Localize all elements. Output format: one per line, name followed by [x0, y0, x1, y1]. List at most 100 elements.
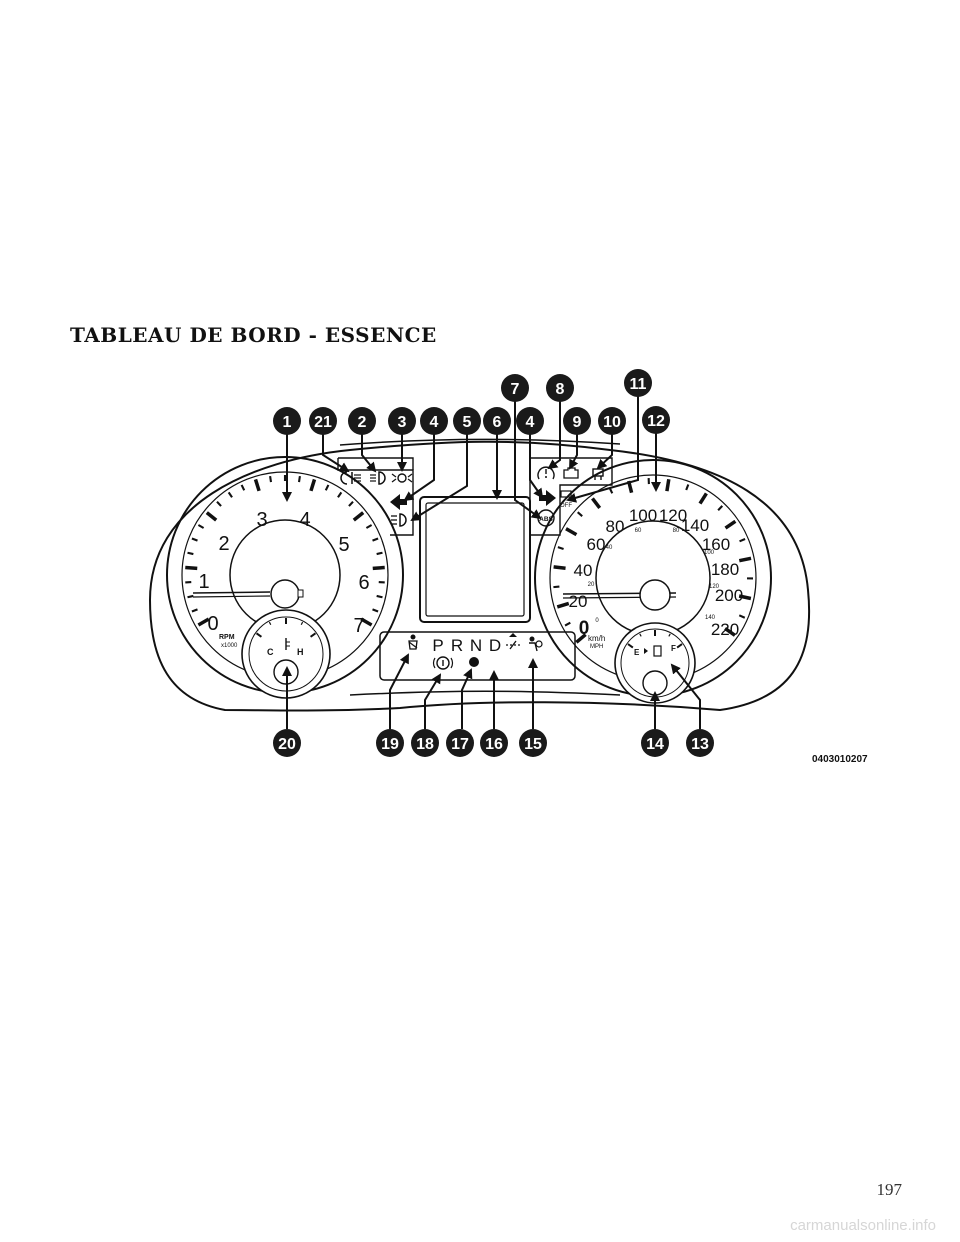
- svg-text:8: 8: [556, 381, 565, 398]
- dial-tick: [197, 617, 210, 627]
- fuel-gauge: E F: [614, 622, 696, 704]
- callout-badge: 8: [546, 374, 574, 402]
- dial-tick: [187, 551, 194, 556]
- callout-badge: 12: [642, 406, 670, 434]
- dial-tick: [324, 484, 330, 491]
- callout-badge: 2: [348, 407, 376, 435]
- dial-tick: [724, 519, 737, 530]
- callout-badge: 19: [376, 729, 404, 757]
- tach-number: 3: [256, 509, 267, 531]
- dial-tick: [205, 511, 218, 522]
- svg-text:4: 4: [526, 414, 535, 431]
- mph-number: 80: [673, 528, 680, 534]
- dial-tick: [352, 511, 365, 522]
- left-indicator-bar: [337, 457, 414, 536]
- callout-badge: 5: [453, 407, 481, 435]
- dial-tick: [564, 621, 571, 627]
- dial-tick: [576, 511, 583, 517]
- dial-tick: [553, 585, 560, 589]
- lower-indicator-strip: P R N D: [408, 633, 543, 670]
- dial-tick: [187, 594, 194, 599]
- tire-pressure-warning-icon: [537, 466, 555, 480]
- tach-unit: RPM: [219, 634, 235, 641]
- svg-text:13: 13: [691, 736, 709, 753]
- seatbelt-reminder-icon: [408, 634, 418, 650]
- callout-badge: 6: [483, 407, 511, 435]
- tach-number: 6: [358, 572, 369, 594]
- dial-tick: [591, 497, 602, 510]
- parking-lights-icon: [391, 473, 413, 483]
- svg-text:10: 10: [603, 414, 621, 431]
- coolant-temperature-icon: [285, 638, 290, 650]
- dial-tick: [269, 475, 273, 483]
- kmh-number: 220: [711, 620, 739, 639]
- charging-system-icon: [506, 633, 520, 650]
- dial-tick: [738, 594, 752, 601]
- dial-tick: [310, 632, 317, 638]
- temperature-gauge: C H: [241, 609, 331, 699]
- callout-badge: 16: [480, 729, 508, 757]
- dial-tick: [191, 537, 198, 542]
- dial-tick: [372, 537, 379, 542]
- callout-badge: 9: [563, 407, 591, 435]
- callout-badge: 15: [519, 729, 547, 757]
- dial-tick: [337, 491, 343, 498]
- dial-tick: [556, 601, 570, 609]
- dial-tick: [365, 524, 373, 529]
- figure-code: 0403010207: [812, 754, 868, 765]
- kmh-number: 200: [715, 586, 743, 605]
- svg-text:6: 6: [493, 414, 502, 431]
- dial-tick: [668, 633, 671, 637]
- dial-tick: [185, 565, 198, 571]
- dial-tick: [360, 617, 373, 627]
- mph-number: 120: [709, 584, 720, 590]
- kmh-number: 0: [579, 618, 590, 639]
- tach-number: 1: [198, 571, 209, 593]
- brake-warning-icon: [432, 656, 454, 670]
- dial-tick: [227, 491, 233, 498]
- callout-badge: 3: [388, 407, 416, 435]
- kmh-number: 140: [681, 516, 709, 535]
- callout-badge: 10: [598, 407, 626, 435]
- dial-tick: [300, 621, 304, 626]
- kmh-number: 160: [702, 535, 730, 554]
- callout-badges: 1 21 2 3 4 5 6 7 4 8 9 10 11 12 20 19 18…: [273, 369, 714, 757]
- svg-text:19: 19: [381, 736, 399, 753]
- dial-tick: [685, 484, 690, 491]
- left-turn-signal-icon: [390, 494, 407, 510]
- svg-text:2: 2: [358, 414, 367, 431]
- speedometer: 0 20 40 60 80 100 120 140 160 180 200 22…: [534, 459, 772, 697]
- fuel-full-label: F: [671, 644, 676, 653]
- callout-badge: 17: [446, 729, 474, 757]
- dial-tick: [698, 492, 708, 505]
- svg-text:5: 5: [463, 414, 472, 431]
- svg-text:16: 16: [485, 736, 503, 753]
- airbag-warning-icon: [529, 636, 543, 652]
- dial-tick: [376, 551, 383, 556]
- dial-tick: [376, 594, 383, 599]
- dial-tick: [268, 621, 272, 626]
- check-engine-icon: [563, 467, 579, 479]
- fuel-empty-label: E: [634, 648, 640, 657]
- kmh-number: 80: [606, 517, 625, 536]
- front-fog-light-icon: [370, 471, 386, 485]
- dial-tick: [553, 565, 566, 570]
- svg-text:9: 9: [573, 414, 582, 431]
- mph-number: 60: [635, 528, 642, 534]
- page-number: 197: [876, 1180, 903, 1199]
- callout-badge: 7: [501, 374, 529, 402]
- kmh-number: 120: [659, 506, 687, 525]
- mph-number: 140: [705, 615, 716, 621]
- kmh-number: 180: [711, 560, 739, 579]
- svg-text:17: 17: [451, 736, 469, 753]
- callout-badge: 18: [411, 729, 439, 757]
- gear-r: R: [451, 636, 463, 655]
- tach-multiplier: x1000: [221, 643, 238, 649]
- gear-n: N: [470, 636, 482, 655]
- dial-tick: [240, 484, 246, 491]
- watermark: carmanualsonline.info: [790, 1217, 936, 1234]
- right-turn-signal-icon: [539, 490, 556, 506]
- dial-tick: [255, 632, 262, 638]
- gear-d: D: [489, 636, 501, 655]
